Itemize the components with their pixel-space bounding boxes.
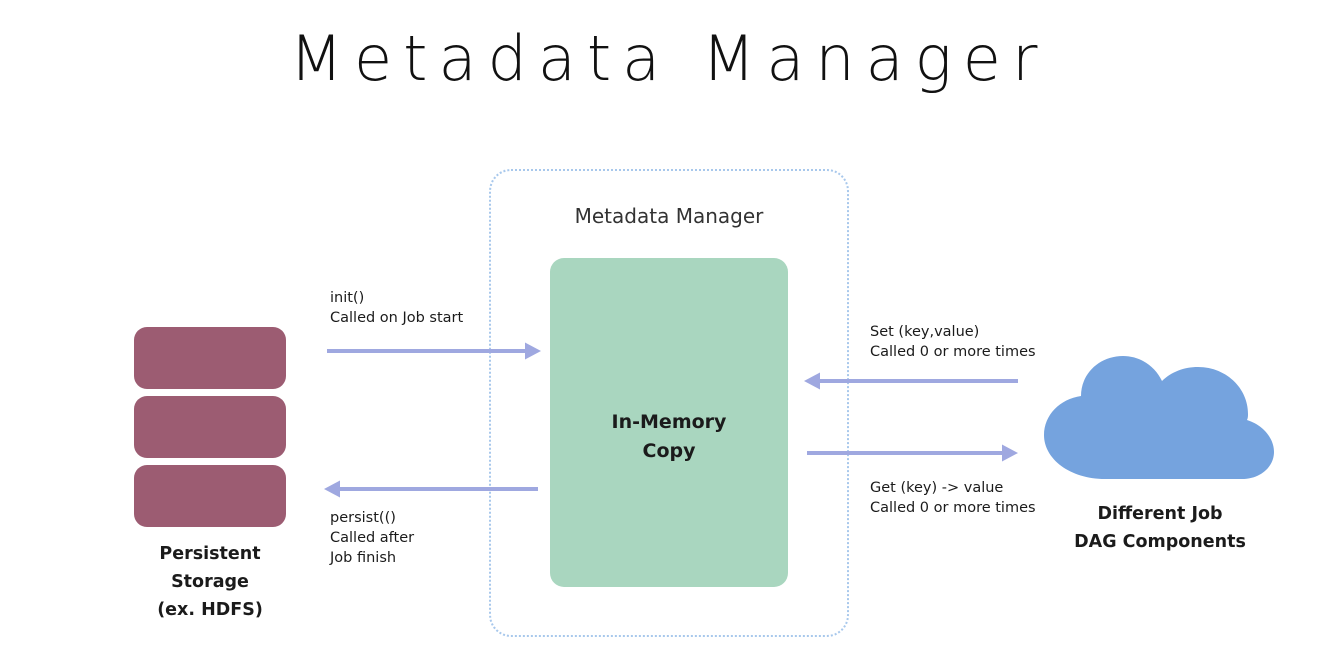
storage-slab-2 — [134, 396, 286, 458]
caption-set: Set (key,value) Called 0 or more times — [870, 322, 1036, 362]
persistent-storage-node — [134, 327, 286, 534]
caption-persist-line-1: persist(() — [330, 510, 396, 526]
page-title: Metadata Manager — [289, 22, 1049, 95]
caption-init-line-2: Called on Job start — [330, 310, 464, 326]
dag-cloud-label-line-2: DAG Components — [1074, 532, 1246, 552]
dag-cloud-label: Different Job DAG Components — [1038, 500, 1282, 556]
persistent-storage-label-line-3: (ex. HDFS) — [157, 600, 263, 620]
storage-slab-3 — [134, 465, 286, 527]
caption-get-line-2: Called 0 or more times — [870, 500, 1036, 516]
in-memory-copy-label-line-1: In-Memory — [611, 411, 727, 433]
persistent-storage-label-line-2: Storage — [171, 572, 249, 592]
in-memory-copy-label: In-Memory Copy — [550, 408, 788, 466]
dag-cloud-label-line-1: Different Job — [1097, 504, 1223, 524]
arrow-set-left — [804, 372, 1018, 390]
arrow-init-right — [327, 342, 541, 360]
caption-init: init() Called on Job start — [330, 288, 463, 328]
arrow-persist-left — [324, 480, 538, 498]
caption-set-line-1: Set (key,value) — [870, 324, 980, 340]
in-memory-copy-box — [550, 258, 788, 587]
caption-get: Get (key) -> value Called 0 or more time… — [870, 478, 1036, 518]
persistent-storage-label-line-1: Persistent — [159, 544, 261, 564]
caption-persist-line-3: Job finish — [330, 550, 397, 566]
caption-set-line-2: Called 0 or more times — [870, 344, 1036, 360]
dag-cloud-icon — [1044, 356, 1274, 479]
caption-persist-line-2: Called after — [330, 530, 415, 546]
storage-slab-1 — [134, 327, 286, 389]
caption-persist: persist(() Called after Job finish — [330, 508, 414, 568]
persistent-storage-label: Persistent Storage (ex. HDFS) — [95, 540, 325, 624]
metadata-manager-container — [489, 169, 849, 637]
metadata-manager-heading: Metadata Manager — [574, 204, 764, 228]
caption-get-line-1: Get (key) -> value — [870, 480, 1004, 496]
caption-init-line-1: init() — [330, 290, 365, 306]
in-memory-copy-label-line-2: Copy — [642, 440, 696, 462]
arrow-get-right — [807, 444, 1018, 462]
